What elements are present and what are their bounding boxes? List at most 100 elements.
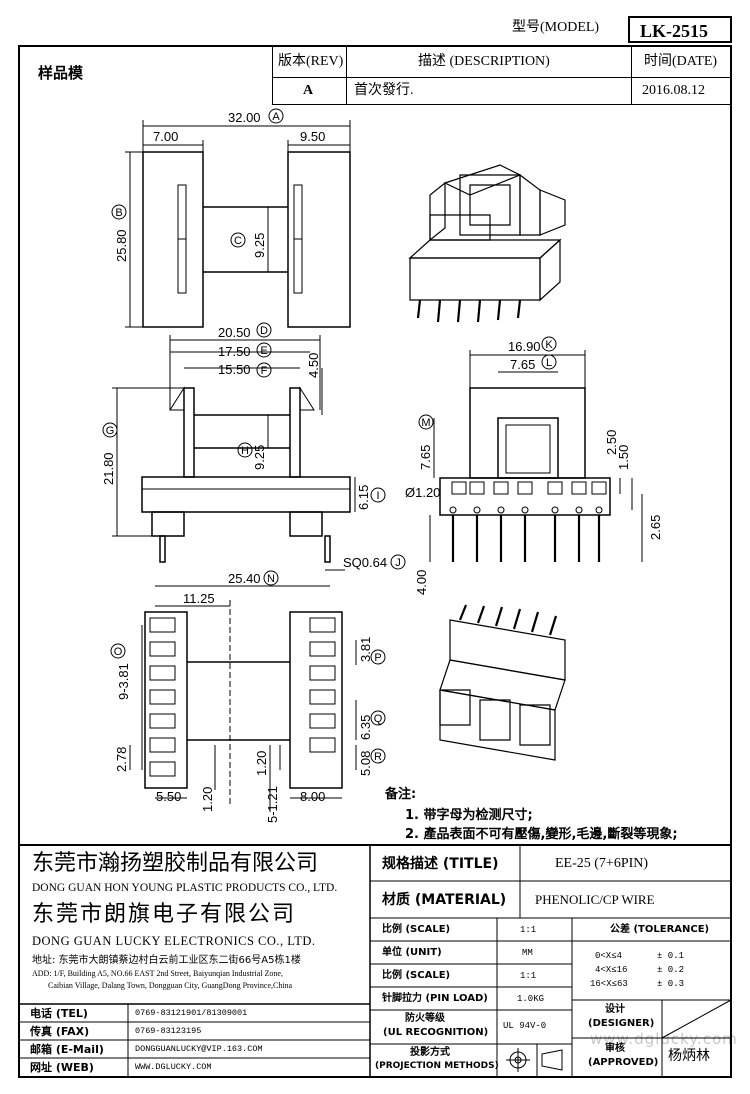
ul-value: UL 94V-0	[503, 1021, 547, 1031]
tolerance-value-1: ± 0.1	[657, 951, 685, 961]
title-value: EE-25 (7+6PIN)	[555, 856, 649, 871]
dim-120b: 1.20	[200, 787, 215, 812]
company-name-cn-1: 东莞市瀚扬塑胶制品有限公司	[32, 851, 319, 876]
tolerance-label: 公差 (TOLERANCE)	[610, 924, 710, 935]
dim-i: 6.15	[356, 485, 371, 510]
bottom-view	[129, 585, 357, 812]
bottom-pins-right	[309, 617, 336, 753]
dim-120a: 1.20	[254, 751, 269, 776]
designer-label-en: (DESIGNER)	[588, 1018, 655, 1029]
dim-c: 9.25	[252, 233, 267, 258]
scale-label: 比例 (SCALE)	[382, 924, 451, 935]
dim-left7: 7.00	[153, 129, 178, 144]
title-block-lines	[19, 844, 732, 1077]
company-name-cn-2: 东莞市朗旗电子有限公司	[32, 902, 297, 927]
scale2-label: 比例 (SCALE)	[382, 970, 451, 981]
letter-e: E	[260, 345, 267, 357]
letter-i: I	[376, 490, 379, 502]
scale2-value: 1:1	[520, 971, 537, 981]
dim-265: 2.65	[648, 515, 663, 540]
desc-value: 首次發行.	[354, 83, 414, 98]
dim-550: 5.50	[156, 789, 181, 804]
dim-k: 16.90	[508, 339, 541, 354]
dim-250: 2.50	[604, 430, 619, 455]
dim-a: 32.00	[228, 110, 261, 125]
pin-load-label: 针脚拉力 (PIN LOAD)	[382, 993, 488, 1004]
model-value: LK-2515	[640, 21, 709, 41]
scale-value: 1:1	[520, 925, 537, 935]
tolerance-range-2: 4<X≤16	[595, 965, 628, 975]
approved-label-en: (APPROVED)	[588, 1057, 659, 1068]
watermark: www.dglucky.com	[590, 1030, 738, 1048]
letter-p: P	[374, 652, 381, 664]
designer-label-cn: 设计	[605, 1004, 625, 1015]
rev-header: 版本(REV)	[278, 54, 344, 69]
dim-l: 7.65	[510, 357, 535, 372]
dim-j: SQ0.64	[343, 555, 387, 570]
dim-278: 2.78	[114, 747, 129, 772]
letter-c: C	[234, 235, 242, 247]
dim-m: 7.65	[418, 445, 433, 470]
letter-h: H	[241, 445, 249, 457]
letter-a: A	[272, 111, 280, 123]
material-label: 材质 (MATERIAL)	[382, 892, 507, 908]
letter-n: N	[267, 573, 275, 585]
desc-header: 描述 (DESCRIPTION)	[418, 54, 550, 69]
material-value: PHENOLIC/CP WIRE	[535, 892, 655, 907]
letter-m: M	[421, 417, 430, 429]
fax-value: 0769-83123195	[135, 1026, 202, 1036]
approved-label-cn: 审核	[605, 1043, 625, 1054]
notes-title: 备注:	[385, 787, 417, 802]
unit-value: MM	[522, 948, 533, 958]
rev-value: A	[303, 83, 314, 98]
projection-label-en: (PROJECTION METHODS)	[375, 1061, 499, 1071]
dim-5121: 5-1.21	[265, 786, 280, 823]
end-view	[429, 350, 643, 562]
dim-b: 25.80	[114, 229, 129, 262]
notes-line-2: 2. 產品表面不可有壓傷,變形,毛邊,斷裂等現象;	[405, 827, 678, 842]
bottom-pins-left	[149, 617, 176, 777]
model-box: LK-2515	[628, 16, 732, 43]
company-name-en-1: DONG GUAN HON YOUNG PLASTIC PRODUCTS CO.…	[32, 882, 338, 894]
rev-table: 版本(REV) 描述 (DESCRIPTION) 时间(DATE) A 首次發行…	[272, 46, 731, 105]
letter-d: D	[260, 325, 268, 337]
letter-r: R	[374, 751, 382, 763]
mail-value[interactable]: DONGGUANLUCKY@VIP.163.COM	[135, 1044, 263, 1054]
dim-450: 4.50	[306, 353, 321, 378]
dim-n: 25.40	[228, 571, 261, 586]
title-label: 规格描述 (TITLE)	[382, 856, 499, 872]
dim-h: 9.25	[252, 445, 267, 470]
dim-o: 9-3.81	[116, 663, 131, 700]
dim-right9: 9.50	[300, 129, 325, 144]
dim-800: 8.00	[300, 789, 325, 804]
letter-k: K	[545, 339, 553, 351]
unit-label: 单位 (UNIT)	[382, 947, 442, 958]
web-label: 网址 (WEB)	[30, 1061, 94, 1074]
letter-g: G	[106, 425, 115, 437]
letter-l: L	[546, 357, 552, 369]
dim-150: 1.50	[616, 445, 631, 470]
dim-q: 6.35	[358, 715, 373, 740]
dim-400: 4.00	[414, 570, 429, 595]
iso-view-bottom	[439, 604, 566, 761]
fax-label: 传真 (FAX)	[30, 1025, 90, 1038]
top-view	[125, 120, 351, 328]
drawing-frame	[18, 45, 732, 1078]
letter-q: Q	[374, 713, 383, 725]
web-value[interactable]: WWW.DGLUCKY.COM	[135, 1062, 212, 1072]
mail-label: 邮箱 (E-Mail)	[30, 1043, 104, 1056]
tolerance-range-3: 16<X≤63	[590, 979, 628, 989]
tel-label: 电话 (TEL)	[30, 1007, 88, 1020]
dim-p: 3.81	[358, 637, 373, 662]
approved-value: 杨炳林	[668, 1048, 710, 1064]
letter-j: J	[395, 557, 401, 569]
company-address-en-1: ADD: 1/F, Building A5, NO.66 EAST 2nd St…	[32, 969, 283, 978]
inspection-letters	[102, 108, 557, 764]
notes-line-1: 1. 带字母为检测尺寸;	[405, 808, 533, 823]
date-value: 2016.08.12	[642, 83, 705, 98]
projection-label-cn: 投影方式	[410, 1047, 450, 1058]
ul-label-cn: 防火等级	[405, 1013, 445, 1024]
tel-value: 0769-83121901/81309001	[135, 1008, 248, 1018]
tolerance-value-2: ± 0.2	[657, 965, 685, 975]
model-label: 型号(MODEL)	[512, 20, 600, 35]
